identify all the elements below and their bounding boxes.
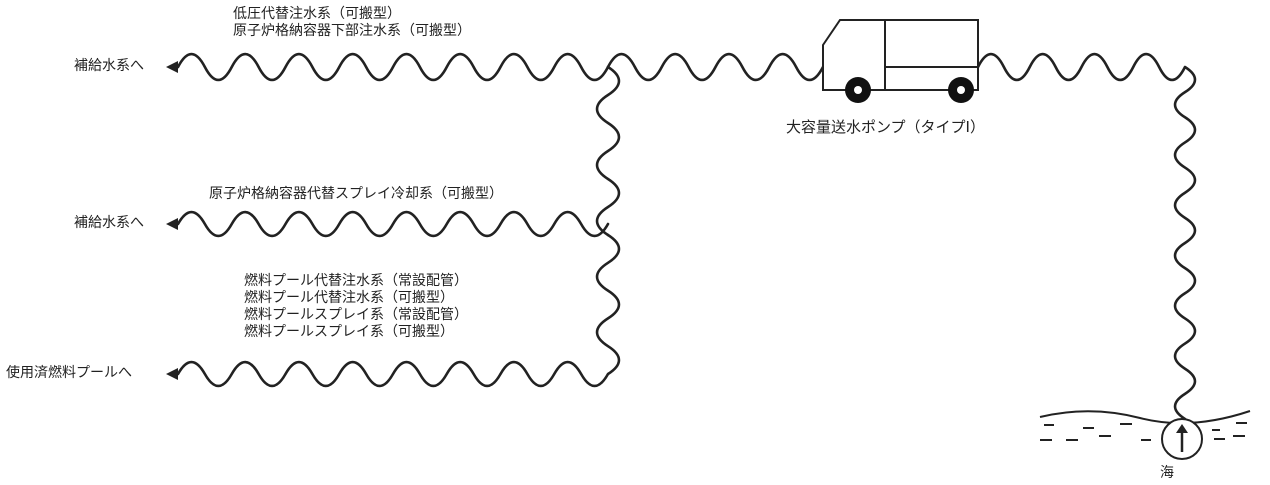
line3-system-label: 燃料プール代替注水系（可搬型） (244, 290, 454, 306)
sea-label: 海 (1160, 465, 1174, 481)
line1-destination-label: 補給水系へ (74, 58, 144, 74)
line3-destination-label: 使用済燃料プールへ (6, 365, 132, 381)
arrow-left-icon (166, 218, 178, 230)
line1-system-labels: 低圧代替注水系（可搬型） 原子炉格納容器下部注水系（可搬型） (233, 6, 471, 40)
hose-bottom (176, 233, 621, 388)
line1-system-label: 低圧代替注水系（可搬型） (233, 6, 401, 22)
line2-destination-label: 補給水系へ (74, 215, 144, 231)
sea-icon (1039, 410, 1251, 441)
arrow-left-icon (166, 61, 178, 73)
pump-label: 大容量送水ポンプ（タイプⅠ） (786, 118, 985, 136)
line3-system-label: 燃料プール代替注水系（常設配管） (244, 273, 468, 289)
line3-system-labels: 燃料プール代替注水系（常設配管） 燃料プール代替注水系（可搬型） 燃料プールスプ… (244, 273, 468, 341)
hose-right-to-sea (976, 52, 1197, 421)
line2-system-label: 原子炉格納容器代替スプレイ冷却系（可搬型） (209, 186, 503, 202)
line1-system-label: 原子炉格納容器下部注水系（可搬型） (233, 23, 471, 39)
line3-system-label: 燃料プールスプレイ系（可搬型） (244, 324, 454, 340)
hose-middle (176, 65, 621, 238)
hose-top (176, 52, 825, 82)
intake-arrow-icon (1161, 418, 1203, 460)
line3-system-label: 燃料プールスプレイ系（常設配管） (244, 307, 468, 323)
arrow-left-icon (166, 368, 178, 380)
pump-truck-icon (822, 19, 979, 103)
